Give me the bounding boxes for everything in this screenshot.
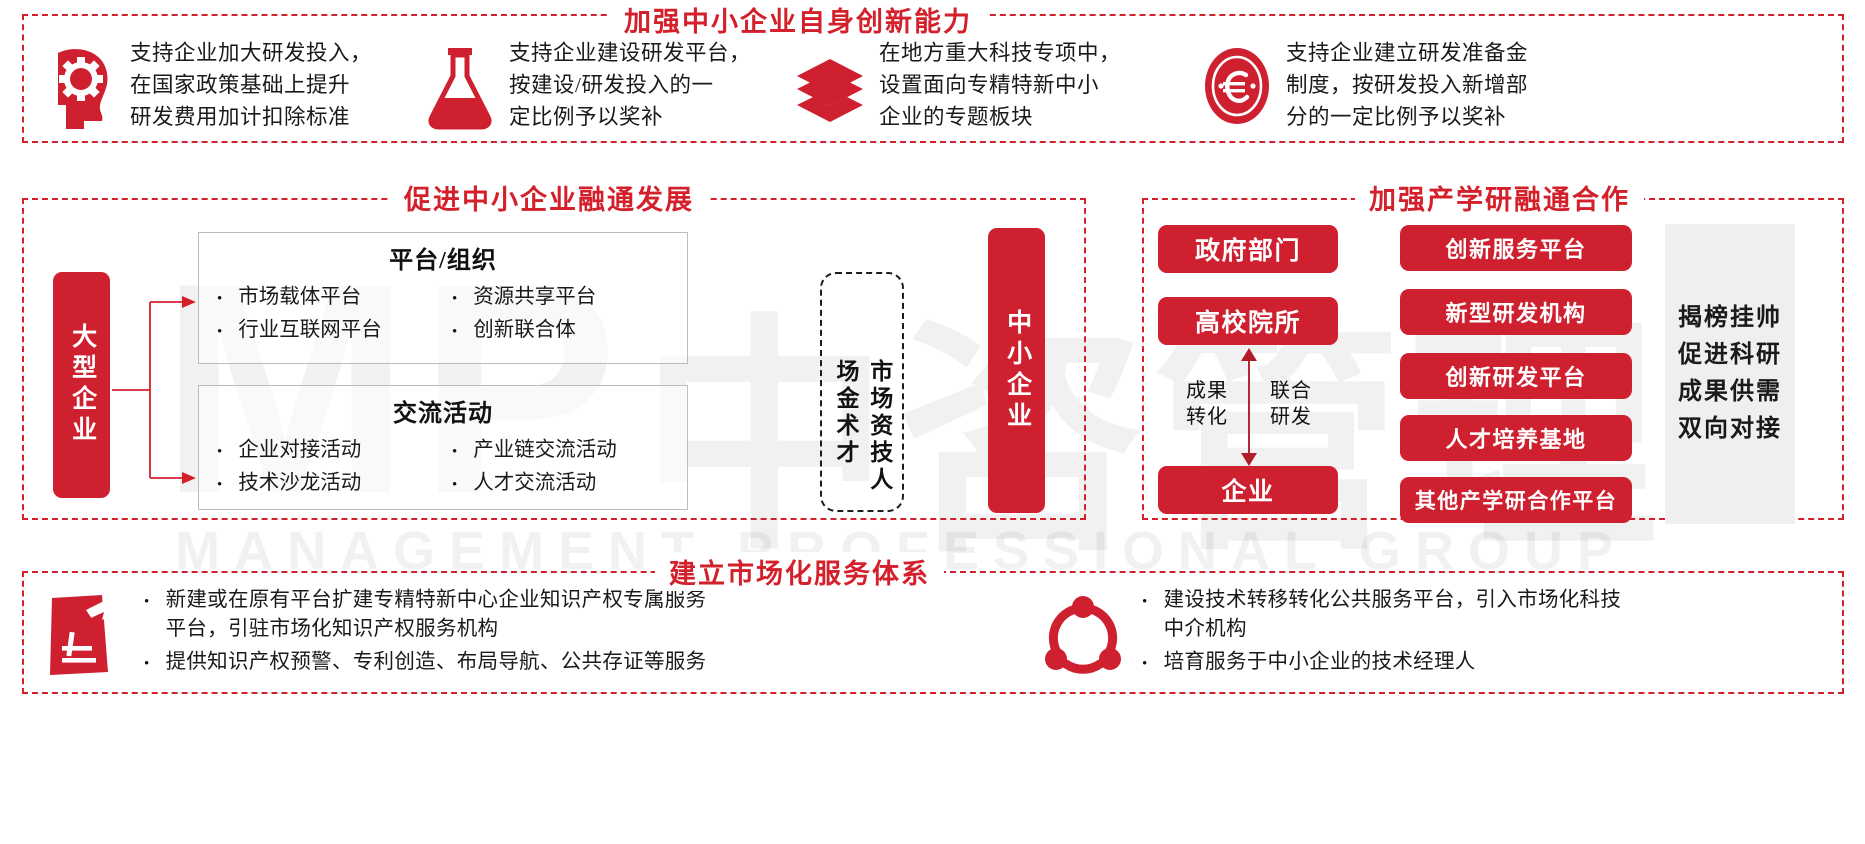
list-item-label: 企业对接活动 (238, 439, 362, 461)
exchange-activities-box: 交流活动 • 企业对接活动 • 技术沙龙活动 • 产业链交流活动 • 人才交流活动 (198, 385, 688, 510)
large-enterprise-bar: 大型企业 (53, 272, 110, 498)
list-item-label: 技术沙龙活动 (238, 472, 362, 495)
pill-enterprise-label: 企业 (1221, 479, 1275, 506)
pill-innovation-rd-platform[interactable]: 创新研发平台 (1400, 353, 1632, 399)
layers-icon (793, 43, 867, 129)
list-item: • 市场载体平台 (217, 281, 452, 314)
exchange-activities-col1: • 企业对接活动 • 技术沙龙活动 (217, 434, 452, 500)
top-item-1: 支持企业加大研发投入， 在国家政策基础上提升 研发费用加计扣除标准 (44, 38, 404, 133)
pill-universities-label: 高校院所 (1194, 310, 1301, 337)
list-item: • 资源共享平台 (452, 281, 687, 314)
pill-new-rd-institution[interactable]: 新型研发机构 (1400, 289, 1632, 335)
exchange-activities-title: 交流活动 (393, 401, 493, 427)
top-item-4: 支持企业建立研发准备金 制度，按研发投入新增部 分的一定比例予以奖补 (1200, 38, 1620, 133)
euro-coin-icon (1200, 43, 1274, 129)
top-item-4-text: 支持企业建立研发准备金 制度，按研发投入新增部 分的一定比例予以奖补 (1286, 41, 1529, 129)
bottom-item-1: • 新建或在原有平台扩建专精特新中心企业知识产权专属服务 平台，引驻市场化知识产… (42, 586, 922, 681)
pill-enterprise[interactable]: 企业 (1158, 466, 1338, 514)
pill-government[interactable]: 政府部门 (1158, 225, 1338, 273)
list-item: • 建设技术转移转化公共服务平台，引入市场化科技 中介机构 (1142, 586, 1621, 644)
top-item-3-text: 在地方重大科技专项中， 设置面向专精特新中小 企业的专题板块 (879, 41, 1122, 129)
pill-government-label: 政府部门 (1194, 238, 1301, 265)
pill-other-cooperation-platform[interactable]: 其他产学研合作平台 (1400, 477, 1632, 523)
list-item: • 行业互联网平台 (217, 314, 452, 347)
platform-organization-box: 平台/组织 • 市场载体平台 • 行业互联网平台 • 资源共享平台 • 创新联合体 (198, 232, 688, 364)
list-item: • 新建或在原有平台扩建专精特新中心企业知识产权专属服务 平台，引驻市场化知识产… (144, 586, 706, 644)
resources-dashed-box: 市场资技人 场金术才 (820, 272, 904, 512)
exchange-activities-col2: • 产业链交流活动 • 人才交流活动 (452, 434, 687, 500)
resources-col-right: 市场资技人 (866, 359, 892, 494)
bullet-dot: • (217, 324, 223, 341)
tender-system-text: 揭榜挂帅 促进科研 成果供需 双向对接 (1678, 304, 1782, 443)
bottom-item-2-list: • 建设技术转移转化公共服务平台，引入市场化科技 中介机构 • 培育服务于中小企… (1142, 586, 1621, 681)
sme-label: 中小企业 (1003, 308, 1031, 433)
pill-talent-training-base-label: 人才培养基地 (1445, 427, 1587, 452)
bullet-dot: • (452, 444, 458, 460)
list-item: • 培育服务于中小企业的技术经理人 (1142, 648, 1621, 677)
pill-talent-training-base[interactable]: 人才培养基地 (1400, 415, 1632, 461)
top-item-2: 支持企业建设研发平台， 按建设/研发投入的一 定比例予以奖补 (423, 38, 803, 133)
network-nodes-icon (1040, 592, 1126, 678)
bullet-dot: • (144, 594, 150, 610)
tender-system-block: 揭榜挂帅 促进科研 成果供需 双向对接 (1665, 224, 1795, 524)
list-item: • 产业链交流活动 (452, 434, 687, 467)
pill-innovation-service-platform-label: 创新服务平台 (1445, 237, 1587, 262)
list-item-label: 产业链交流活动 (473, 439, 617, 461)
bullet-dot: • (1142, 594, 1148, 610)
list-item-label: 提供知识产权预警、专利创造、布局导航、公共存证等服务 (165, 651, 707, 674)
arrow-label-left: 成果 转化 (1186, 380, 1228, 428)
platform-organization-title: 平台/组织 (389, 248, 497, 274)
panel-bottom-title: 建立市场化服务体系 (655, 552, 944, 591)
resources-col-left: 场金术才 (833, 359, 858, 467)
pill-innovation-rd-platform-label: 创新研发平台 (1445, 365, 1587, 390)
bullet-dot: • (144, 656, 150, 673)
connector-bracket (110, 280, 205, 500)
pill-new-rd-institution-label: 新型研发机构 (1445, 301, 1587, 326)
flask-icon (423, 43, 497, 130)
sme-bar: 中小企业 (988, 228, 1045, 513)
pill-other-cooperation-platform-label: 其他产学研合作平台 (1414, 489, 1618, 513)
panel-top-title: 加强中小企业自身创新能力 (610, 0, 986, 39)
platform-organization-col1: • 市场载体平台 • 行业互联网平台 (217, 281, 452, 347)
list-item-label: 人才交流活动 (473, 472, 597, 495)
list-item-label: 行业互联网平台 (238, 319, 382, 342)
head-gear-icon (44, 43, 118, 129)
list-item-label: 创新联合体 (473, 319, 576, 342)
list-item: • 创新联合体 (452, 314, 687, 347)
top-item-1-text: 支持企业加大研发投入， 在国家政策基础上提升 研发费用加计扣除标准 (130, 41, 373, 129)
document-pen-icon (42, 592, 128, 678)
bullet-dot: • (217, 291, 223, 307)
bullet-dot: • (452, 291, 458, 307)
bottom-item-1-list: • 新建或在原有平台扩建专精特新中心企业知识产权专属服务 平台，引驻市场化知识产… (144, 586, 706, 681)
list-item: • 企业对接活动 (217, 434, 452, 467)
top-item-3: 在地方重大科技专项中， 设置面向专精特新中小 企业的专题板块 (793, 38, 1178, 133)
panel-middle-right-title: 加强产学研融通合作 (1355, 178, 1644, 217)
pill-innovation-service-platform[interactable]: 创新服务平台 (1400, 225, 1632, 271)
list-item: • 提供知识产权预警、专利创造、布局导航、公共存证等服务 (144, 648, 706, 677)
list-item: • 技术沙龙活动 (217, 467, 452, 500)
list-item: • 人才交流活动 (452, 467, 687, 500)
bullet-dot: • (217, 444, 223, 460)
bullet-dot: • (452, 324, 458, 341)
panel-middle-left-title: 促进中小企业融通发展 (390, 178, 708, 217)
list-item-label: 建设技术转移转化公共服务平台，引入市场化科技 中介机构 (1163, 589, 1622, 641)
list-item-label: 培育服务于中小企业的技术经理人 (1163, 651, 1476, 674)
bullet-dot: • (217, 477, 223, 494)
bullet-dot: • (1142, 656, 1148, 673)
platform-organization-col2: • 资源共享平台 • 创新联合体 (452, 281, 687, 347)
list-item-label: 市场载体平台 (238, 286, 362, 308)
top-item-2-text: 支持企业建设研发平台， 按建设/研发投入的一 定比例予以奖补 (509, 41, 752, 129)
list-item-label: 资源共享平台 (473, 286, 597, 308)
list-item-label: 新建或在原有平台扩建专精特新中心企业知识产权专属服务 平台，引驻市场化知识产权服… (165, 589, 707, 641)
bullet-dot: • (452, 477, 458, 494)
bidirectional-arrow (1238, 348, 1260, 466)
large-enterprise-label: 大型企业 (68, 323, 96, 447)
bottom-item-2: • 建设技术转移转化公共服务平台，引入市场化科技 中介机构 • 培育服务于中小企… (1040, 586, 1840, 681)
arrow-label-right: 联合 研发 (1270, 380, 1312, 428)
pill-universities[interactable]: 高校院所 (1158, 297, 1338, 345)
